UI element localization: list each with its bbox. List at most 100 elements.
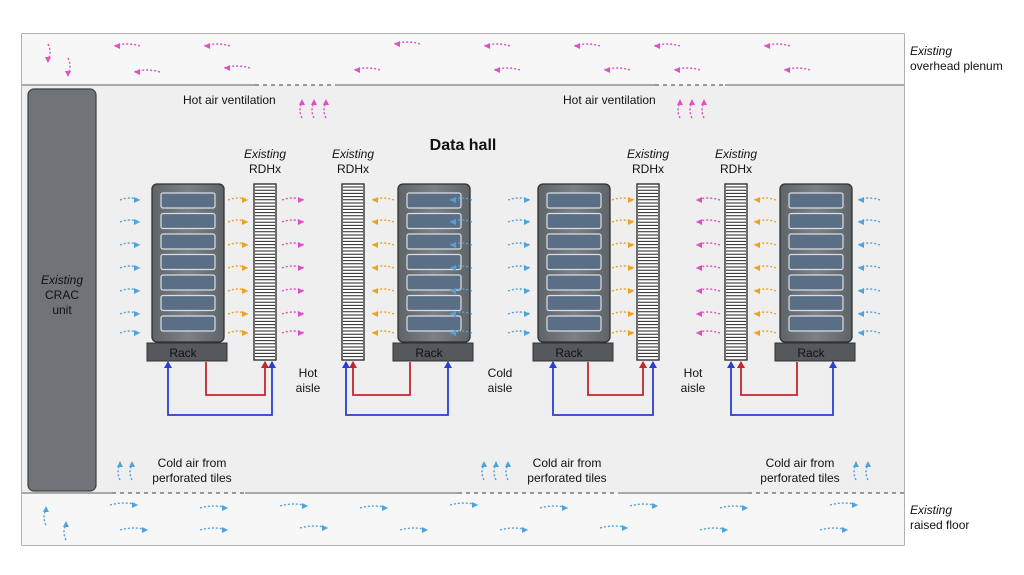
warm-out-r3-2 (611, 242, 635, 248)
plenum-hot-flow-4 (573, 43, 601, 49)
flow-head (696, 265, 702, 271)
svg-text:aisle: aisle (296, 381, 321, 395)
server-slot (406, 192, 462, 209)
svg-text:RDHx: RDHx (337, 162, 369, 176)
vent-up-flow-b0 (677, 99, 683, 119)
flow-head (134, 330, 140, 336)
server-slot (788, 253, 844, 271)
flow-line (299, 101, 303, 119)
flow-head (299, 99, 305, 105)
cold-air-label-1: Cold air from perforated tiles (152, 456, 231, 485)
rdhx-1 (253, 183, 277, 361)
hot-aisle1-1 (281, 219, 305, 225)
server-slot (788, 192, 844, 209)
server-slot (160, 315, 216, 332)
cold-aisle-a-0 (449, 197, 473, 203)
supply-line (345, 362, 449, 416)
flow-head (524, 197, 530, 203)
flow-head (858, 311, 864, 317)
flow-head (134, 197, 140, 203)
raised-floor (22, 493, 904, 545)
hot-aisle1-3 (281, 265, 305, 271)
server-slot (546, 294, 602, 312)
floor-cold-flow-3 (359, 505, 389, 511)
server-slot (160, 253, 216, 271)
cold-aisle-b-0 (507, 197, 531, 203)
warm-out-r4-1 (753, 219, 777, 225)
flow-head (372, 197, 378, 203)
flow-head (372, 311, 378, 317)
cold-aisle-a-3 (449, 265, 473, 271)
return-arrow (737, 361, 745, 368)
flow-head (754, 330, 760, 336)
rack-label: Rack (415, 346, 443, 360)
server-slot (546, 233, 602, 250)
flow-head (450, 265, 456, 271)
flow-head (865, 461, 871, 467)
svg-text:Cold air from: Cold air from (533, 456, 602, 470)
tile-up-flow-c0 (853, 461, 859, 481)
flow-line (63, 523, 67, 541)
vent-up-flow-b1 (689, 99, 695, 119)
flow-line (695, 311, 721, 315)
flow-head (298, 330, 304, 336)
flow-head (472, 502, 478, 508)
flow-head (604, 67, 610, 73)
floor-cold-flow-7 (719, 505, 749, 511)
flow-head (628, 219, 634, 225)
supply-arrow-rdhx (649, 361, 657, 368)
server-slot (160, 192, 216, 209)
server-slot (788, 233, 844, 250)
warm-out-r2-5 (371, 311, 395, 317)
flow-head (494, 67, 500, 73)
flow-head (298, 242, 304, 248)
plenum-hot-flow-3 (483, 43, 511, 49)
flow-line (227, 219, 249, 223)
flow-head (858, 242, 864, 248)
pipe-loop-4 (727, 361, 837, 416)
flow-line (695, 219, 721, 223)
flow-head (382, 505, 388, 511)
flow-head (524, 265, 530, 271)
flow-line (67, 57, 71, 75)
flow-head (754, 311, 760, 317)
flow-head (242, 288, 248, 294)
rack-base (532, 342, 614, 362)
flow-head (222, 527, 228, 533)
warm-out-r4-2 (753, 242, 777, 248)
server-slot (546, 274, 602, 291)
return-arrow (261, 361, 269, 368)
flow-head (129, 461, 135, 467)
flow-head (722, 527, 728, 533)
hot-aisle1-2 (281, 242, 305, 248)
flow-head (696, 311, 702, 317)
cold-aisle-b-1 (507, 219, 531, 225)
svg-text:perforated tiles: perforated tiles (760, 471, 839, 485)
flow-head (764, 43, 770, 49)
hot-aisle-label-1: Hot aisle (296, 366, 321, 395)
floor-cold-flow-10 (199, 527, 229, 533)
cold-air-label-3: Cold air from perforated tiles (760, 456, 839, 485)
warm-out-r3-6 (611, 330, 635, 336)
rdhx-frame (636, 183, 660, 361)
flow-head (754, 242, 760, 248)
hot-aisle2-3 (695, 265, 721, 271)
crac-unit: Existing CRAC unit (27, 88, 97, 492)
cold-in-r1-1 (119, 219, 141, 225)
rack-label: Rack (555, 346, 583, 360)
plenum-hot-flow-9 (353, 67, 381, 73)
warm-out-r4-0 (753, 197, 777, 203)
server-slot (788, 294, 844, 312)
server-slot (788, 274, 844, 291)
rdhx-label-3: Existing RDHx (627, 147, 669, 176)
cold-aisle-a-2 (449, 242, 473, 248)
rdhx-frame (341, 183, 365, 361)
flow-head (484, 43, 490, 49)
crac-label-line3: unit (52, 303, 72, 317)
supply-line (730, 362, 834, 416)
flow-head (450, 219, 456, 225)
warm-out-r3-0 (611, 197, 635, 203)
flow-head (134, 219, 140, 225)
warm-out-r1-4 (227, 288, 249, 294)
